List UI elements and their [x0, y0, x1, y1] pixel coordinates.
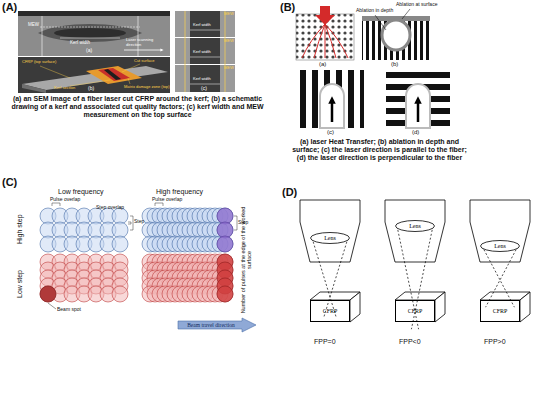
case-label: FPP=0: [314, 338, 336, 346]
panel-caption: (a) laser Heat Transfer; (b) ablation in…: [292, 138, 467, 162]
perpendicular-fiber-sketch: [386, 70, 450, 128]
dimension-label: Pulse overlap: [152, 197, 182, 203]
sub-label: (c): [327, 129, 334, 136]
dimension-label: MEW: [224, 12, 234, 17]
part-label: Kerf section: [54, 86, 75, 91]
dimension-label: Kerf width: [193, 23, 211, 28]
kerf-measure-images: [175, 11, 235, 92]
column-header: High frequency: [156, 188, 203, 196]
direction-arrow: Beam travel direction: [178, 318, 256, 332]
case-label: FPP>0: [484, 338, 506, 346]
sub-label: (c): [201, 86, 207, 92]
dimension-label: Pulse overlap: [50, 197, 80, 203]
cfrp-block: CFRP: [395, 300, 435, 322]
panel-caption: (a) an SEM image of a fiber laser cut CF…: [5, 95, 270, 119]
dimension-label: Step overlap: [96, 205, 124, 211]
panel-letter: (D): [282, 186, 297, 199]
lens-shape: Lens: [310, 232, 350, 244]
dimension-label: MEW: [224, 39, 234, 44]
kerf-schematic: [18, 57, 170, 93]
callout-label: Ablation at surface: [396, 2, 437, 8]
case-label: FPP<0: [399, 338, 421, 346]
node-text: Lens: [494, 243, 506, 250]
sub-label: (a): [86, 48, 92, 54]
parallel-fiber-sketch: [300, 70, 364, 128]
dimension-label: MEW: [28, 22, 39, 27]
pulse-overlap-grid: [40, 203, 237, 309]
node-text: CFRP: [323, 308, 338, 315]
sem-image: [18, 11, 170, 56]
dimension-label: Kerf width: [193, 77, 211, 82]
dimension-label: MEW: [224, 66, 234, 71]
part-label: Matrix damage zone (top): [124, 85, 170, 90]
focal-position-sketch: [300, 200, 530, 329]
dimension-label: Step: [134, 219, 144, 225]
part-label: CFRP (top surface): [22, 60, 56, 65]
sub-label: (d): [412, 129, 419, 136]
row-header: High step: [16, 214, 24, 244]
direction-label: Laser scanning direction: [126, 38, 166, 47]
axis-note: Number of pulses at the edge of the work…: [240, 205, 253, 315]
lens-shape: Lens: [395, 220, 435, 232]
node-text: Lens: [409, 223, 421, 230]
cfrp-block: CFRP: [310, 300, 350, 322]
sub-label: (b): [88, 86, 94, 92]
row-header: Low step: [16, 270, 24, 298]
ablation-sketch: [362, 9, 430, 60]
callout-label: Ablation in depth: [356, 8, 393, 14]
lens-shape: Lens: [480, 240, 520, 252]
node-text: Lens: [324, 235, 336, 242]
heat-transfer-sketch: [296, 6, 354, 60]
sub-label: (a): [319, 61, 326, 68]
sub-label: (b): [391, 61, 398, 68]
part-label: Cut surface: [134, 59, 154, 64]
dimension-label: Kerf width: [193, 50, 211, 55]
dimension-label: Kerf width: [70, 40, 90, 45]
node-text: CFRP: [408, 308, 423, 315]
panel-letter: (A): [2, 1, 17, 14]
column-header: Low frequency: [58, 188, 104, 196]
panel-letter: (C): [2, 176, 17, 189]
cfrp-block: CFRP: [480, 300, 520, 322]
node-text: CFRP: [493, 308, 508, 315]
panel-letter: (B): [280, 1, 295, 14]
callout-label: Beam spot: [57, 307, 81, 313]
node-text: Beam travel direction: [187, 322, 235, 328]
